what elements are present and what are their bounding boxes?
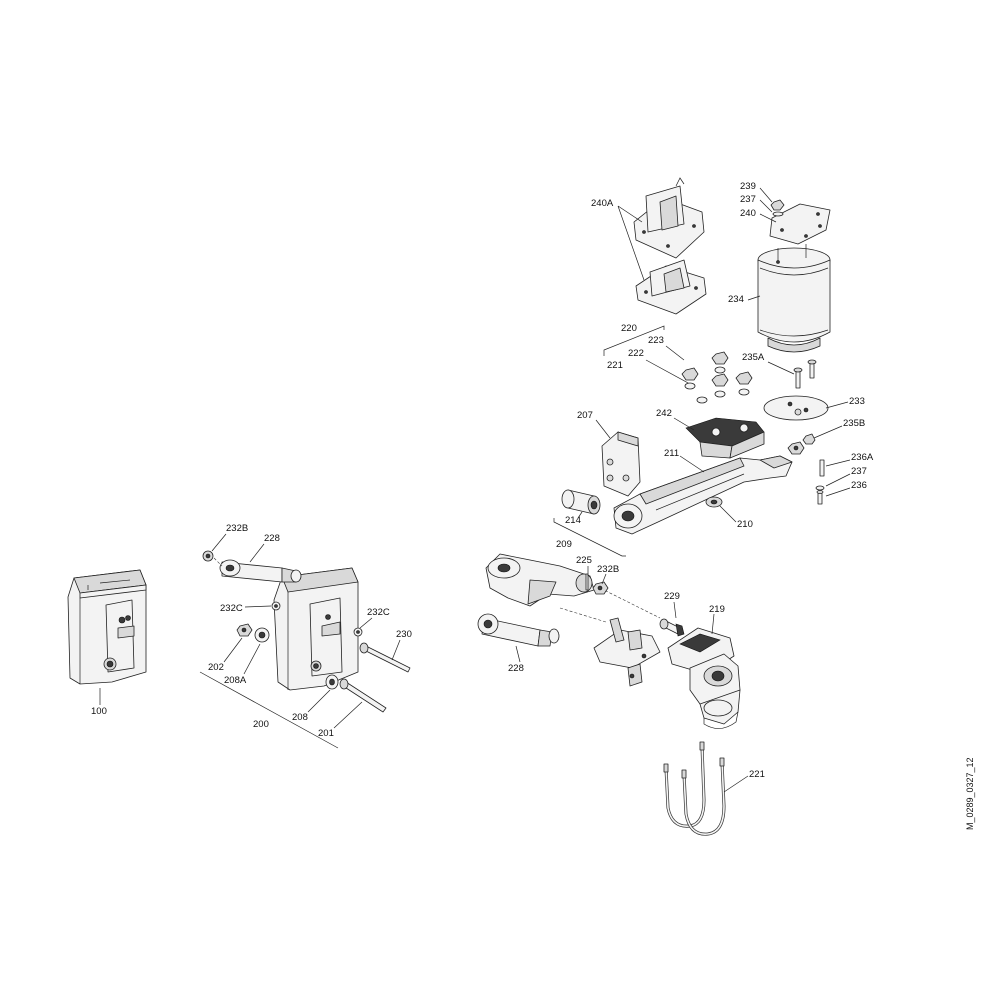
part-236A-bolt <box>819 459 825 477</box>
label-235B: 235B <box>843 418 865 429</box>
label-225: 225 <box>576 555 592 566</box>
label-232C-left: 232C <box>220 603 243 614</box>
label-228-left: 228 <box>264 533 280 544</box>
label-235A: 235A <box>742 352 765 363</box>
group-220-bracket-line <box>603 325 665 356</box>
label-200: 200 <box>253 719 269 730</box>
part-232B-nut-left <box>202 550 214 562</box>
label-210: 210 <box>737 519 753 530</box>
part-237-washer-top <box>772 211 784 217</box>
part-208A-washer <box>254 627 270 643</box>
group-200-bracket-line <box>199 671 339 749</box>
label-233: 233 <box>849 396 865 407</box>
label-221-u-bolt: 221 <box>749 769 765 780</box>
part-225-bolt <box>585 573 589 591</box>
label-209: 209 <box>556 539 572 550</box>
label-223: 223 <box>648 335 664 346</box>
part-240A-bracket-upper <box>633 177 705 259</box>
label-220: 220 <box>621 323 637 334</box>
label-230: 230 <box>396 629 412 640</box>
label-242: 242 <box>656 408 672 419</box>
part-100-bracket <box>67 569 147 685</box>
label-229: 229 <box>664 591 680 602</box>
label-207: 207 <box>577 410 593 421</box>
label-208: 208 <box>292 712 308 723</box>
part-235B-nut <box>787 433 816 455</box>
label-214: 214 <box>565 515 581 526</box>
group-209-bracket-line <box>553 518 626 557</box>
label-232B-center: 232B <box>597 564 619 575</box>
drawing-reference: M_0289_0327_12 <box>965 757 975 830</box>
label-208A: 208A <box>224 675 247 686</box>
part-228-shock-absorber-center <box>477 613 560 647</box>
part-230-bolt <box>359 642 411 673</box>
assembly-line-228 <box>559 607 607 623</box>
part-202-nut <box>236 623 253 637</box>
label-239: 239 <box>740 181 756 192</box>
part-221-u-bolts <box>663 741 726 836</box>
label-232B-left: 232B <box>226 523 248 534</box>
label-228-center: 228 <box>508 663 524 674</box>
part-232C-washer-left <box>271 601 281 611</box>
part-214-bushing <box>561 489 601 515</box>
part-223-nuts <box>681 351 753 387</box>
part-235A-bolts <box>793 359 817 389</box>
label-234: 234 <box>728 294 744 305</box>
label-100: 100 <box>91 706 107 717</box>
part-210-washer <box>705 496 723 508</box>
label-211: 211 <box>664 448 679 459</box>
assembly-line-225 <box>595 585 661 619</box>
part-201-bolt <box>339 678 387 713</box>
part-229-bolt <box>659 618 685 637</box>
label-221-top: 221 <box>607 360 623 371</box>
part-242-axle-saddle <box>685 417 765 459</box>
label-232C-right: 232C <box>367 607 390 618</box>
part-228-shock-absorber-left <box>219 559 302 583</box>
label-202: 202 <box>208 662 224 673</box>
part-222-washers <box>684 366 750 404</box>
part-240-top-plate <box>769 203 831 245</box>
part-232C-washer-right <box>353 627 363 637</box>
label-237-top: 237 <box>740 194 756 205</box>
label-240: 240 <box>740 208 756 219</box>
part-208-washer <box>325 674 339 690</box>
label-237-lower: 237 <box>851 466 867 477</box>
part-219-axle-clamp <box>641 627 741 729</box>
label-236: 236 <box>851 480 867 491</box>
label-219: 219 <box>709 604 725 615</box>
part-234-air-spring-bellows <box>757 244 831 353</box>
part-237-washer-lower <box>815 485 825 491</box>
part-240A-bracket-lower <box>635 259 707 315</box>
part-232B-nut-center <box>592 581 609 595</box>
part-shock-lower-mount <box>593 617 661 687</box>
part-233-lower-plate <box>763 395 829 421</box>
label-240A: 240A <box>591 198 614 209</box>
part-239-nut <box>770 199 785 211</box>
label-236A: 236A <box>851 452 874 463</box>
label-201: 201 <box>318 728 334 739</box>
part-207-hanger-bracket <box>601 431 641 497</box>
part-200-bracket <box>273 567 359 691</box>
part-211-trailing-arm <box>613 455 793 535</box>
label-222: 222 <box>628 348 644 359</box>
part-236-bolt <box>816 490 824 505</box>
